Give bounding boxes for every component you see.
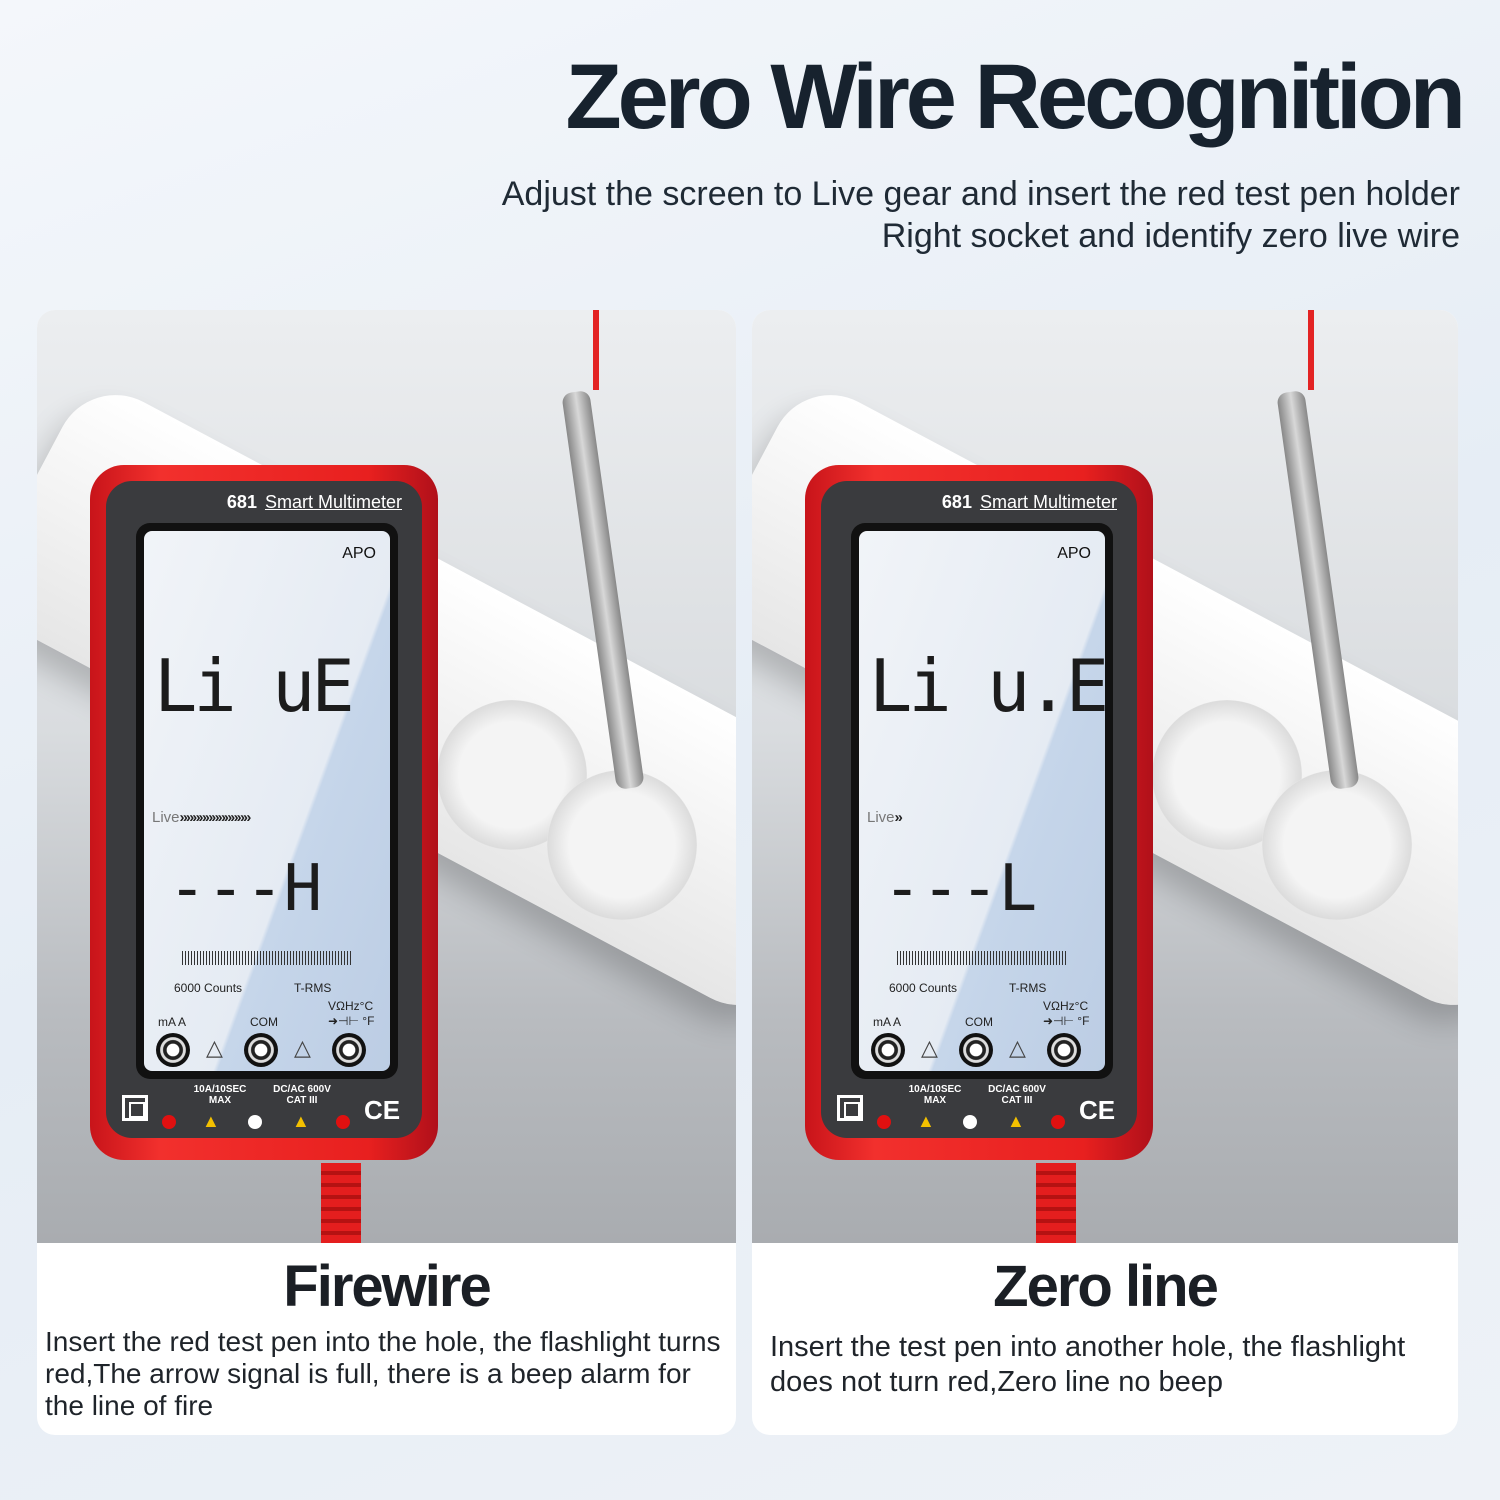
jack-ma-icon	[871, 1033, 905, 1067]
jack-label-com: COM	[965, 1015, 993, 1029]
subtitle-line-2: Right socket and identify zero live wire	[881, 217, 1460, 255]
com-jack-icon	[963, 1115, 977, 1129]
caption-text: Insert the red test pen into the hole, t…	[45, 1326, 721, 1421]
caption-title: Zero line	[993, 1254, 1219, 1319]
jack-label-com: COM	[250, 1015, 278, 1029]
warning-icon: △	[206, 1035, 223, 1060]
bargraph	[182, 951, 352, 965]
jack-com-icon	[244, 1033, 278, 1067]
lcd-screen: APO Li u.E Live» ---L 6000 Counts T-RMS …	[851, 523, 1113, 1079]
apo-indicator: APO	[1057, 545, 1091, 562]
socket	[547, 770, 697, 920]
caption-title: Firewire	[283, 1254, 491, 1319]
counts-label: 6000 Counts	[889, 981, 958, 995]
jack-label-v2: ➜⊣⊢ °F	[328, 1014, 375, 1028]
secondary-reading: ---H	[168, 852, 323, 926]
warning-icon: △	[921, 1035, 938, 1060]
red-jack-icon	[336, 1115, 350, 1129]
red-jack-icon	[877, 1115, 891, 1129]
jack-label-ma: mA A	[158, 1015, 187, 1029]
ce-mark: CE	[364, 1095, 401, 1125]
warning-icon: △	[1009, 1035, 1026, 1060]
secondary-reading: ---L	[883, 852, 1038, 926]
spec-right: DC/AC 600V CAT III	[988, 1084, 1046, 1106]
trms-label: T-RMS	[1009, 981, 1047, 995]
bargraph	[897, 951, 1067, 965]
live-indicator: Live»	[867, 809, 903, 826]
page-title: Zero Wire Recognition	[565, 46, 1466, 148]
jack-label-v: VΩHz°C	[1043, 999, 1089, 1013]
red-jack-icon	[1051, 1115, 1065, 1129]
jack-com-icon	[959, 1033, 993, 1067]
warning-icon: △	[294, 1035, 311, 1060]
spec-left: 10A/10SEC MAX	[193, 1084, 247, 1106]
com-jack-icon	[248, 1115, 262, 1129]
caption-text: Insert the test pen into another hole, t…	[770, 1331, 1406, 1398]
socket	[1262, 770, 1412, 920]
lcd-screen: APO Li uE Live»»»»»»»»»»» ---H 6000 Coun…	[136, 523, 398, 1079]
double-insulation-icon	[837, 1095, 863, 1121]
main-reading: Li uE	[154, 644, 355, 728]
jack-label-v2: ➜⊣⊢ °F	[1043, 1014, 1090, 1028]
test-lead	[321, 1163, 361, 1243]
test-lead	[1036, 1163, 1076, 1243]
spec-right: DC/AC 600V CAT III	[273, 1084, 331, 1106]
subtitle-line-1: Adjust the screen to Live gear and inser…	[501, 175, 1460, 213]
live-indicator: Live»»»»»»»»»»»	[152, 809, 251, 826]
spec-left: 10A/10SEC MAX	[908, 1084, 962, 1106]
warning-icon: ▲	[292, 1111, 310, 1131]
warning-icon: ▲	[1007, 1111, 1025, 1131]
warning-icon: ▲	[202, 1111, 220, 1131]
apo-indicator: APO	[342, 545, 376, 562]
ce-mark: CE	[1079, 1095, 1116, 1125]
probe-wire	[593, 310, 599, 390]
red-jack-icon	[162, 1115, 176, 1129]
jack-label-ma: mA A	[873, 1015, 902, 1029]
jack-ma-icon	[156, 1033, 190, 1067]
jack-v-icon	[1047, 1033, 1081, 1067]
warning-icon: ▲	[917, 1111, 935, 1131]
jack-v-icon	[332, 1033, 366, 1067]
main-reading: Li u.E	[869, 644, 1105, 728]
trms-label: T-RMS	[294, 981, 332, 995]
jack-label-v: VΩHz°C	[328, 999, 374, 1013]
probe-wire	[1308, 310, 1314, 390]
counts-label: 6000 Counts	[174, 981, 243, 995]
double-insulation-icon	[122, 1095, 148, 1121]
